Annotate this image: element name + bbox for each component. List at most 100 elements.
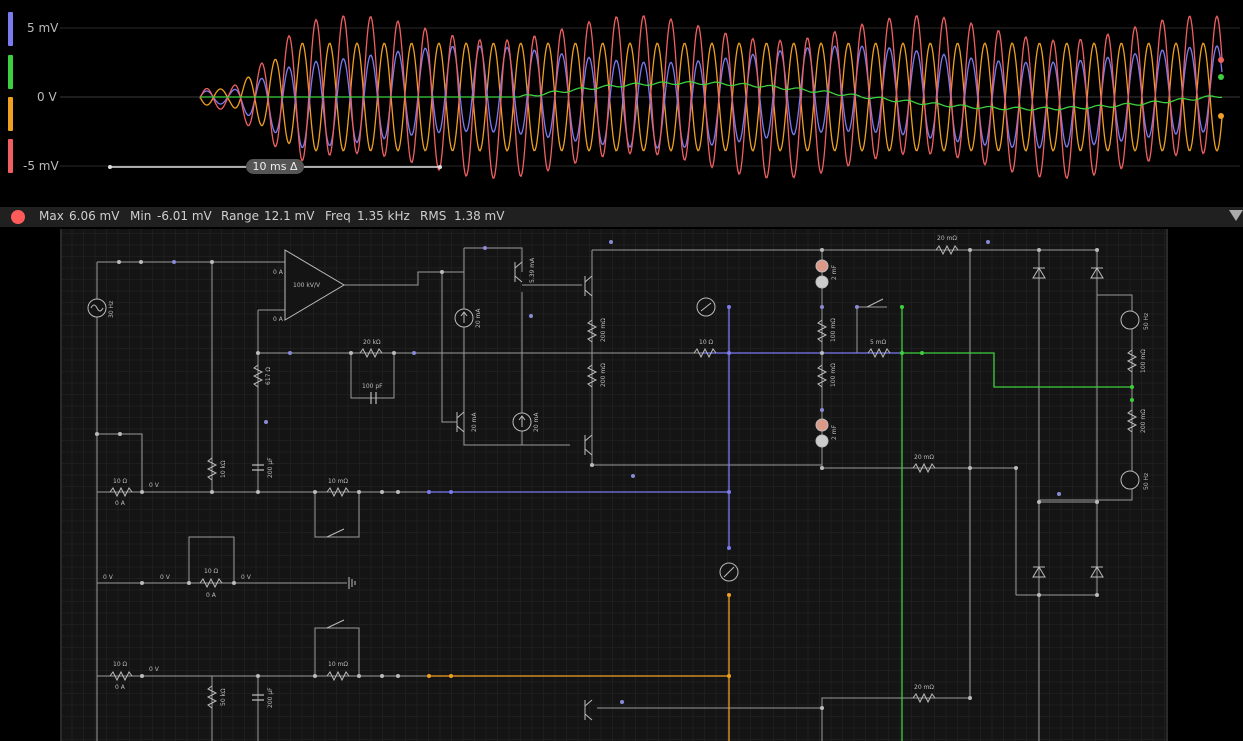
resistor-617[interactable] (252, 364, 264, 388)
circuit-node[interactable] (727, 593, 731, 597)
diode-top-left[interactable] (1032, 267, 1046, 279)
resistor-10-c[interactable] (109, 670, 133, 682)
transistor-bottom-left[interactable] (456, 411, 465, 433)
circuit-node[interactable] (313, 674, 317, 678)
circuit-node[interactable] (396, 674, 400, 678)
resistor-10k[interactable] (206, 457, 218, 481)
circuit-node[interactable] (412, 351, 416, 355)
circuit-node[interactable] (820, 706, 824, 710)
diode-bottom-right[interactable] (1090, 566, 1104, 578)
circuit-node[interactable] (139, 260, 143, 264)
circuit-node[interactable] (727, 546, 731, 550)
circuit-node[interactable] (820, 351, 824, 355)
circuit-node[interactable] (1130, 385, 1134, 389)
circuit-diagram[interactable]: 100 kV/V 0 A 0 A 30 Hz (62, 229, 1166, 741)
resistor-5m[interactable] (867, 347, 891, 359)
circuit-node[interactable] (440, 270, 444, 274)
capacitor-200u-a[interactable] (252, 464, 264, 471)
resistor-10-top[interactable] (693, 347, 717, 359)
resistor-20m-bot[interactable] (912, 692, 936, 704)
resistor-20k[interactable] (359, 347, 383, 359)
circuit-node[interactable] (210, 490, 214, 494)
circuit-node[interactable] (118, 432, 122, 436)
resistor-10m-b[interactable] (326, 670, 350, 682)
circuit-node[interactable] (449, 490, 453, 494)
resistor-100m-a[interactable] (816, 319, 828, 343)
circuit-node[interactable] (620, 700, 624, 704)
circuit-node[interactable] (1057, 492, 1061, 496)
capacitor-2m-b-plus-icon[interactable] (815, 418, 829, 432)
circuit-node[interactable] (727, 490, 731, 494)
resistor-20m-mid[interactable] (912, 462, 936, 474)
resistor-100m-b[interactable] (816, 364, 828, 388)
capacitor-2m-b-minus-icon[interactable] (815, 434, 829, 448)
channel-swatch-blue[interactable] (8, 12, 13, 46)
circuit-node[interactable] (396, 490, 400, 494)
circuit-node[interactable] (900, 305, 904, 309)
resistor-10-b[interactable] (199, 577, 223, 589)
resistor-20m-top[interactable] (935, 244, 959, 256)
circuit-node[interactable] (820, 408, 824, 412)
channel-swatch-orange[interactable] (8, 97, 13, 131)
circuit-node[interactable] (483, 246, 487, 250)
circuit-node[interactable] (117, 260, 121, 264)
resistor-50k[interactable] (206, 685, 218, 709)
resistor-10m-a[interactable] (326, 486, 350, 498)
circuit-canvas[interactable]: 100 kV/V 0 A 0 A 30 Hz (60, 229, 1168, 741)
capacitor-200u-b[interactable] (252, 694, 264, 701)
circuit-node[interactable] (529, 314, 533, 318)
ac-source-right-bottom-icon[interactable] (1120, 470, 1140, 490)
circuit-node[interactable] (427, 674, 431, 678)
circuit-node[interactable] (968, 248, 972, 252)
circuit-node[interactable] (140, 490, 144, 494)
circuit-node[interactable] (210, 260, 214, 264)
capacitor-2m-a-minus-icon[interactable] (815, 275, 829, 289)
resistor-10-a[interactable] (109, 486, 133, 498)
circuit-node[interactable] (380, 674, 384, 678)
circuit-node[interactable] (1037, 248, 1041, 252)
circuit-node[interactable] (232, 581, 236, 585)
circuit-node[interactable] (986, 240, 990, 244)
diode-top-right[interactable] (1090, 267, 1104, 279)
circuit-node[interactable] (357, 674, 361, 678)
circuit-node[interactable] (256, 351, 260, 355)
circuit-node[interactable] (727, 674, 731, 678)
circuit-node[interactable] (349, 351, 353, 355)
circuit-node[interactable] (820, 466, 824, 470)
transistor-top[interactable] (514, 261, 523, 283)
circuit-node[interactable] (140, 674, 144, 678)
resistor-100m-c[interactable] (1126, 349, 1138, 373)
record-indicator-icon[interactable] (11, 210, 25, 224)
circuit-node[interactable] (392, 351, 396, 355)
circuit-node[interactable] (449, 674, 453, 678)
circuit-node[interactable] (1037, 500, 1041, 504)
collapse-scope-chevron-icon[interactable] (1229, 210, 1243, 221)
circuit-node[interactable] (256, 490, 260, 494)
circuit-node[interactable] (855, 305, 859, 309)
circuit-node[interactable] (1014, 466, 1018, 470)
circuit-node[interactable] (313, 490, 317, 494)
circuit-node[interactable] (900, 351, 904, 355)
circuit-node[interactable] (1130, 398, 1134, 402)
circuit-node[interactable] (1095, 248, 1099, 252)
circuit-node[interactable] (140, 581, 144, 585)
circuit-node[interactable] (172, 260, 176, 264)
circuit-node[interactable] (1037, 593, 1041, 597)
circuit-node[interactable] (288, 351, 292, 355)
circuit-node[interactable] (727, 351, 731, 355)
capacitor-100p[interactable] (370, 392, 377, 404)
opamp-symbol[interactable] (284, 249, 345, 321)
circuit-node[interactable] (357, 490, 361, 494)
resistor-200m-c[interactable] (1126, 409, 1138, 433)
transistor-out-bottom[interactable] (584, 434, 593, 456)
transistor-bottom[interactable] (584, 699, 593, 721)
circuit-node[interactable] (609, 240, 613, 244)
circuit-node[interactable] (380, 490, 384, 494)
circuit-node[interactable] (920, 351, 924, 355)
circuit-node[interactable] (968, 466, 972, 470)
circuit-node[interactable] (187, 581, 191, 585)
circuit-node[interactable] (1095, 500, 1099, 504)
oscilloscope-panel[interactable]: 5 mV 0 V -5 mV 10 ms Δ (0, 0, 1243, 205)
transistor-out-top[interactable] (584, 275, 593, 297)
circuit-node[interactable] (727, 305, 731, 309)
